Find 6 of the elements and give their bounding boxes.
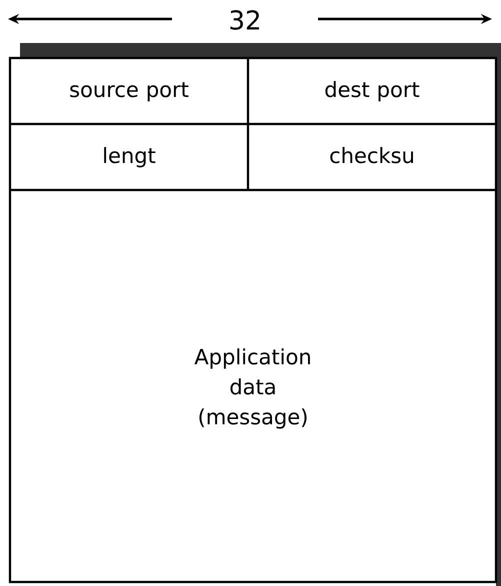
field-label: dest port — [325, 81, 420, 102]
field-label: source port — [70, 82, 188, 102]
dimension-label: 32 — [230, 10, 259, 30]
field-label: lengt — [104, 147, 156, 168]
field-label: checksu — [330, 147, 413, 164]
field-label: Application data (message) — [194, 348, 310, 429]
